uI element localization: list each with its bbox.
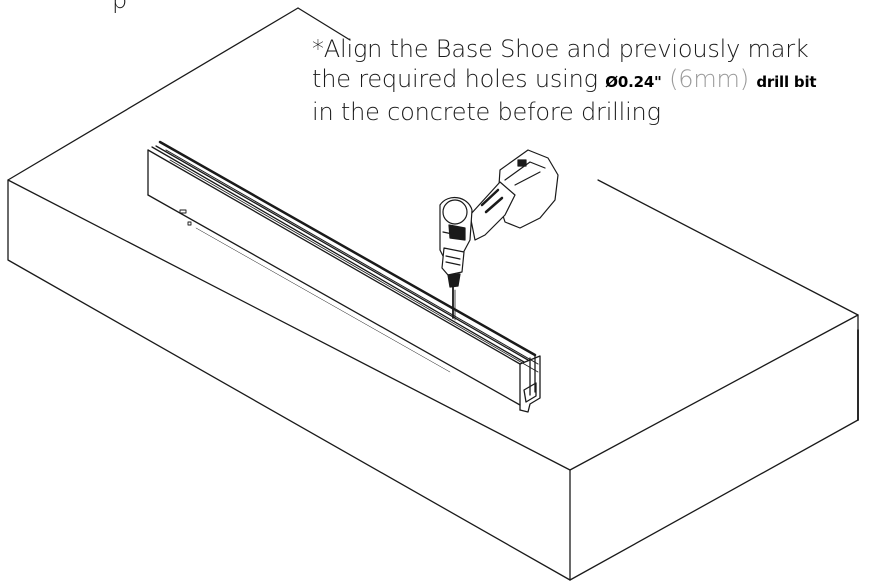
instruction-line-3: in the concrete before drilling: [312, 98, 661, 126]
cropped-text-fragment: p: [112, 0, 128, 14]
drill-bit-diameter-metric: (6mm): [669, 65, 749, 93]
base-shoe-channel: [147, 140, 541, 413]
instruction-line-2: the required holes using Ø0.24" (6mm) dr…: [312, 64, 887, 97]
concrete-slab: [7, 7, 859, 581]
instruction-text: *Align the Base Shoe and previously mark…: [312, 34, 887, 127]
drill-bit-label: drill bit: [756, 73, 817, 91]
cordless-drill: [439, 149, 559, 321]
instruction-line-1: *Align the Base Shoe and previously mark: [312, 35, 809, 63]
instruction-line-2-start: the required holes using: [312, 65, 606, 93]
drill-bit-diameter-imperial: Ø0.24": [605, 73, 662, 91]
